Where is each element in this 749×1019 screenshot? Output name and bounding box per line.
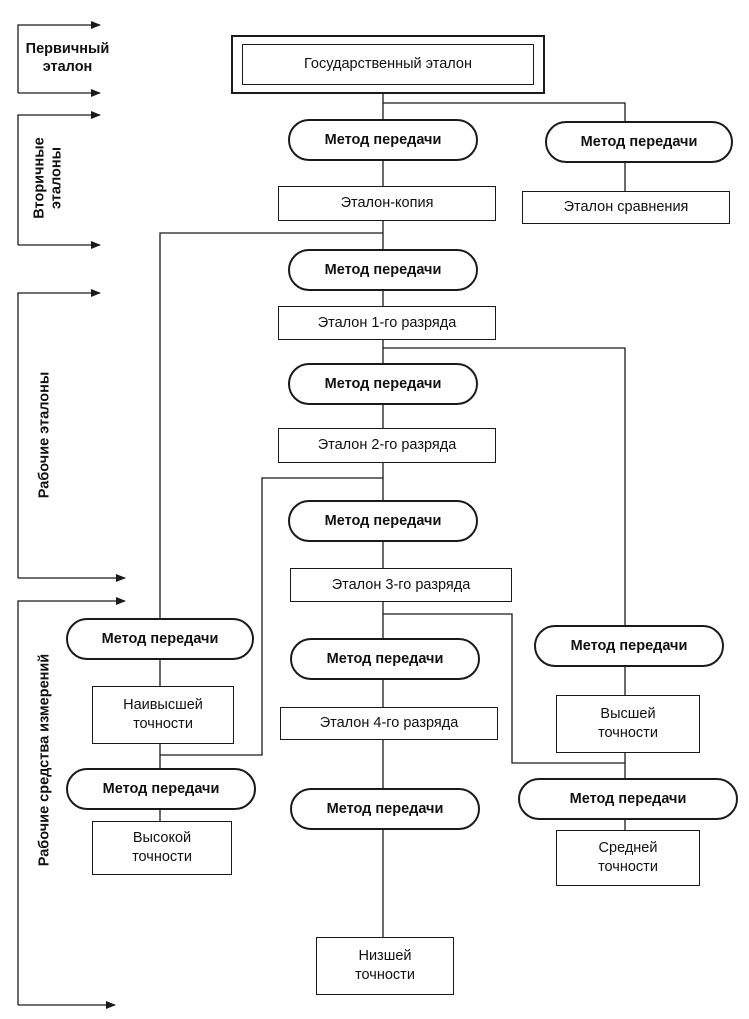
bracket-primary [17, 21, 101, 93]
method-pill-high-accuracy: Метод передачи [66, 768, 256, 810]
bracket-working [17, 289, 101, 578]
method-pill-highest-accuracy: Метод передачи [66, 618, 254, 660]
method-pill-copy: Метод передачи [288, 119, 478, 161]
method-pill-rank3: Метод передачи [288, 500, 478, 542]
level-label-working: Рабочие эталоны [36, 371, 53, 499]
method-pill-rank2: Метод передачи [288, 363, 478, 405]
level-label-secondary: Вторичные эталоны [31, 137, 65, 219]
level-label-instruments: Рабочие средства измерений [36, 653, 53, 867]
method-pill-lowest-accuracy: Метод передачи [290, 788, 480, 830]
lowest-accuracy-box: Низшей точности [316, 937, 454, 995]
rank2-standard-box: Эталон 2-го разряда [278, 428, 496, 463]
rank1-standard-box: Эталон 1-го разряда [278, 306, 496, 340]
bracket-instruments [17, 597, 126, 1005]
method-pill-medium-accuracy: Метод передачи [518, 778, 738, 820]
comparison-standard-box: Эталон сравнения [522, 191, 730, 224]
high-accuracy-box: Высокой точности [92, 821, 232, 875]
method-pill-rank4: Метод передачи [290, 638, 480, 680]
method-pill-rank1: Метод передачи [288, 249, 478, 291]
method-pill-higher-accuracy: Метод передачи [534, 625, 724, 667]
state-standard-box: Государственный эталон [242, 44, 534, 85]
rank3-standard-box: Эталон 3-го разряда [290, 568, 512, 602]
method-pill-comparison: Метод передачи [545, 121, 733, 163]
level-label-primary: Первичный эталон [25, 41, 110, 76]
copy-standard-box: Эталон-копия [278, 186, 496, 221]
rank4-standard-box: Эталон 4-го разряда [280, 707, 498, 740]
bracket-secondary [17, 111, 101, 245]
higher-accuracy-box: Высшей точности [556, 695, 700, 753]
highest-accuracy-box: Наивысшей точности [92, 686, 234, 744]
medium-accuracy-box: Средней точности [556, 830, 700, 886]
